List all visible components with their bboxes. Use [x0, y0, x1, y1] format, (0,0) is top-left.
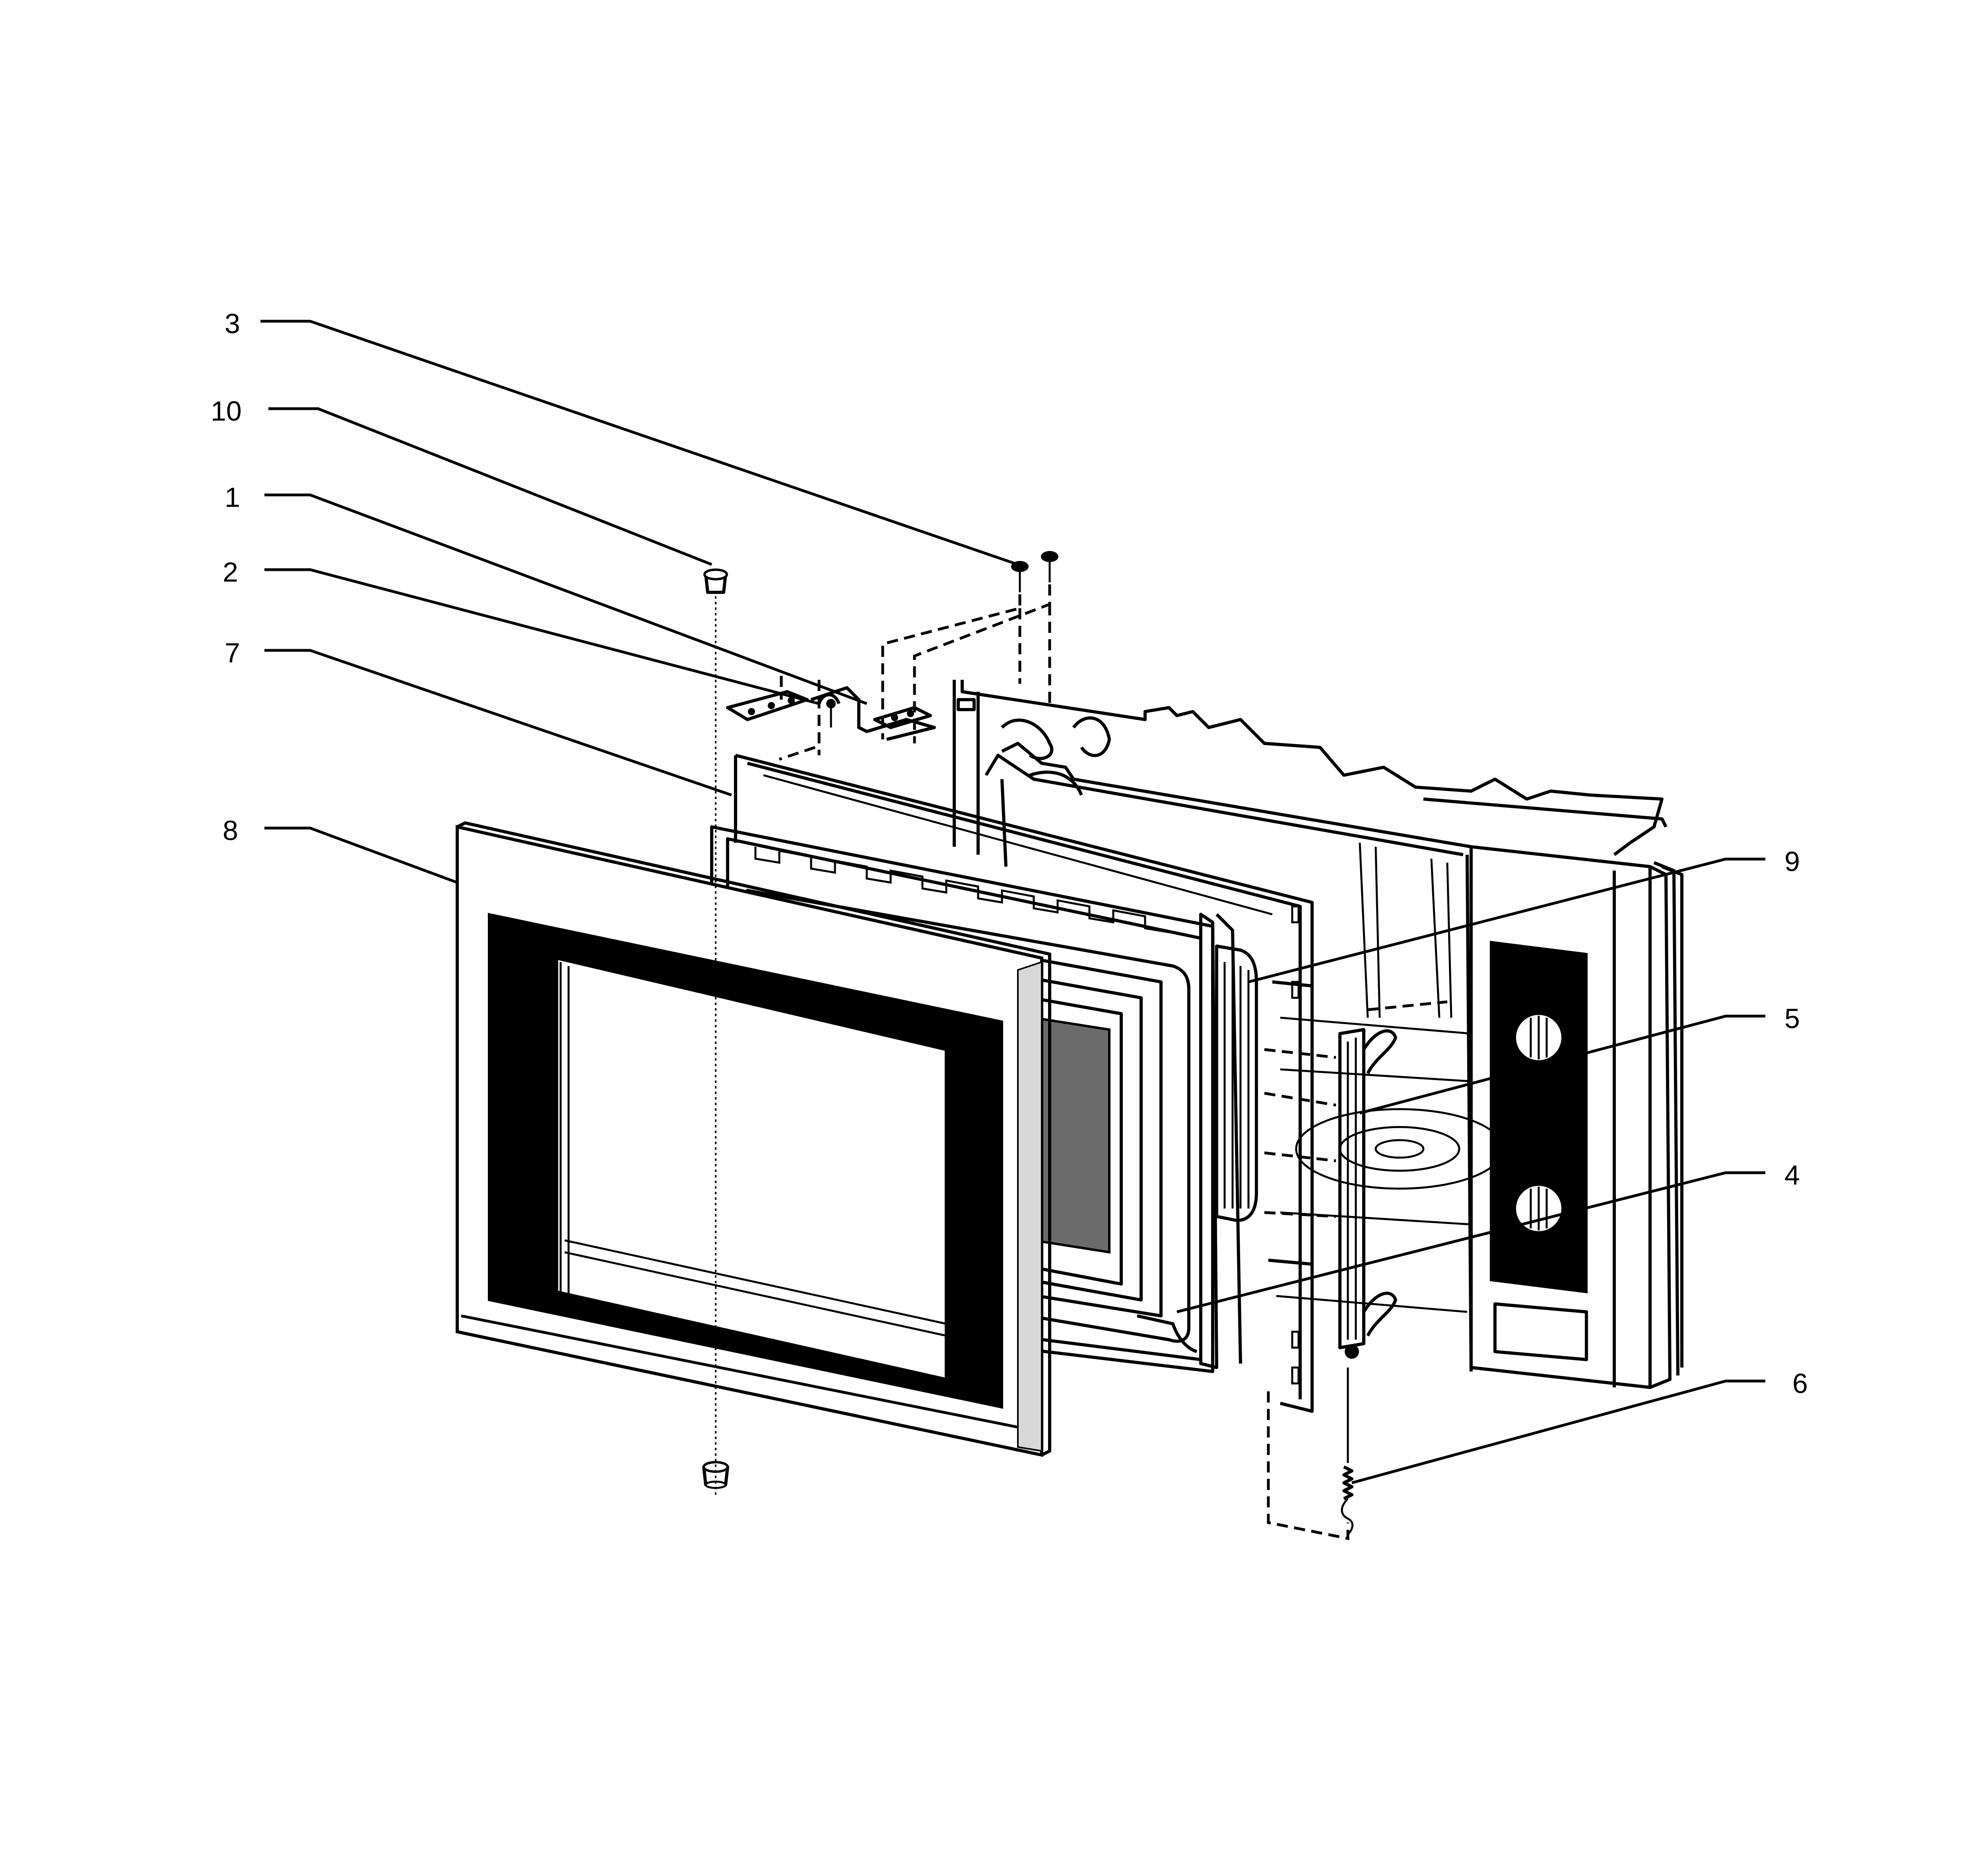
callout-9: 9	[1784, 846, 1800, 877]
assembly-guide-lines	[715, 584, 1448, 1540]
callout-labels: 3 10 1 2 7 8 9 5 4 6	[211, 308, 1808, 1399]
callout-10: 10	[211, 396, 242, 427]
top-bushing-icon	[703, 568, 728, 594]
door-front-frame	[456, 821, 1051, 1457]
callout-leaders	[260, 320, 1765, 1484]
callout-4: 4	[1784, 1160, 1800, 1191]
door-mesh-right	[1033, 1016, 1110, 1254]
door-latch	[1338, 1028, 1397, 1359]
callout-7: 7	[225, 637, 240, 668]
upper-hinge-plates	[726, 686, 936, 741]
latch-spring-icon	[1341, 1368, 1353, 1535]
hinge-screw-icon	[1011, 551, 1058, 592]
callout-1: 1	[225, 482, 240, 513]
door-frame	[734, 754, 1314, 1413]
callout-2: 2	[223, 557, 238, 588]
timer-knob-icon[interactable]	[1512, 1011, 1565, 1064]
callout-6: 6	[1792, 1368, 1808, 1399]
callout-8: 8	[223, 815, 238, 846]
control-panel	[1466, 845, 1683, 1389]
callout-3: 3	[225, 308, 240, 339]
callout-5: 5	[1784, 1003, 1800, 1034]
